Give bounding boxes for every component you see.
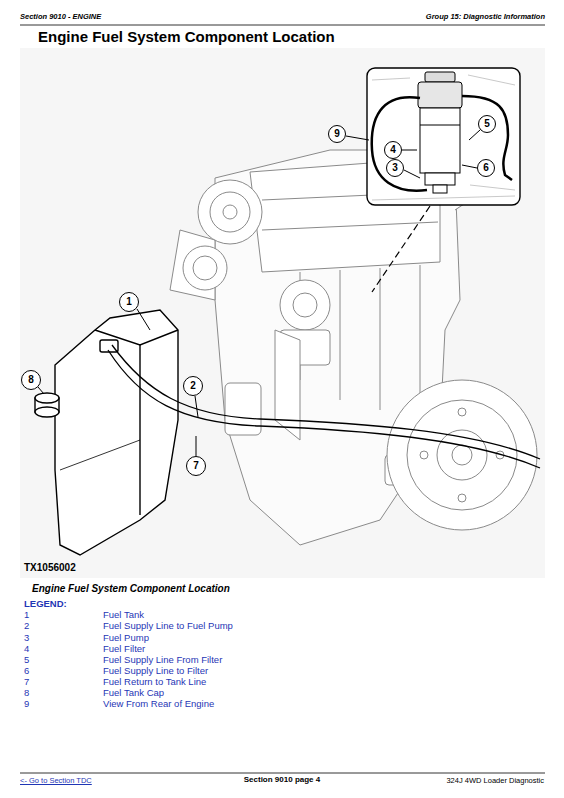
legend-text: Fuel Supply Line to Filter (103, 665, 208, 676)
figure-id: TX1056002 (24, 562, 76, 574)
legend-number: 7 (24, 676, 29, 687)
nav-link: <- Go to Section TDC (20, 776, 92, 785)
header-text: Section 9010 - ENGINE (20, 12, 101, 21)
callout-number: 9 (334, 129, 340, 139)
legend-number: 8 (24, 687, 29, 698)
legend-text: Fuel Pump (103, 632, 149, 643)
callout-circle: 5 (478, 115, 496, 133)
footer-text: 324J 4WD Loader Diagnostic (446, 776, 544, 785)
callout-circle: 4 (384, 141, 402, 159)
legend-text: Fuel Supply Line to Fuel Pump (103, 620, 233, 631)
legend-text: View From Rear of Engine (103, 698, 214, 709)
callout-circle: 3 (386, 159, 404, 177)
header-text: Group 15: Diagnostic Information (426, 12, 545, 21)
legend-number: 1 (24, 609, 29, 620)
page-number: Section 9010 page 4 (244, 775, 320, 785)
figure-caption: Engine Fuel System Component Location (32, 583, 230, 595)
callout-number: 7 (193, 461, 199, 471)
legend-number: 3 (24, 632, 29, 643)
legend-number: 2 (24, 620, 29, 631)
legend-text: Fuel Tank Cap (103, 687, 164, 698)
callout-number: 3 (392, 163, 398, 173)
callout-circle: 2 (183, 376, 203, 396)
callout-circle: 7 (186, 456, 206, 476)
legend-number: 6 (24, 665, 29, 676)
callout-circle: 6 (477, 159, 495, 177)
callout-circle: 1 (119, 292, 139, 312)
legend-text: Fuel Supply Line From Filter (103, 654, 222, 665)
legend-text: Fuel Tank (103, 609, 144, 620)
page-title: Engine Fuel System Component Location (38, 28, 335, 46)
callout-number: 4 (390, 145, 396, 155)
legend-number: 9 (24, 698, 29, 709)
callout-number: 5 (484, 119, 490, 129)
callout-number: 1 (126, 297, 132, 307)
callout-number: 6 (483, 163, 489, 173)
legend-number: 5 (24, 654, 29, 665)
callout-number: 2 (190, 381, 196, 391)
callout-number: 8 (28, 375, 34, 385)
callout-circle: 9 (328, 125, 346, 143)
legend-number: 4 (24, 643, 29, 654)
callout-circle: 8 (21, 370, 41, 390)
legend-text: Fuel Return to Tank Line (103, 676, 206, 687)
legend-text: Fuel Filter (103, 643, 145, 654)
legend-heading: LEGEND: (24, 598, 67, 609)
